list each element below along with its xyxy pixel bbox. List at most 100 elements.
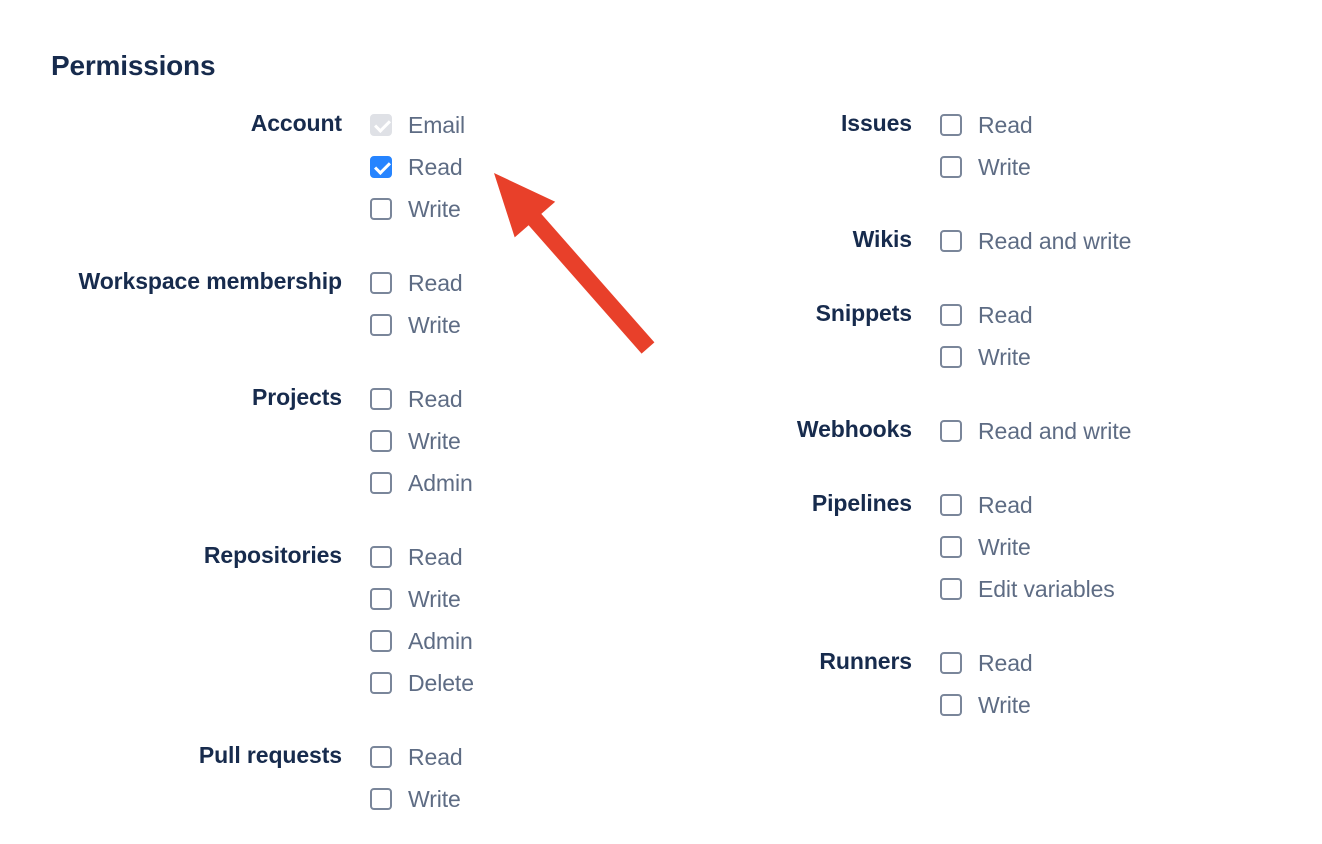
permission-option-projects-admin[interactable]: Admin	[370, 462, 473, 504]
permission-option-repositories-write[interactable]: Write	[370, 578, 474, 620]
permission-option-wikis-read-and-write[interactable]: Read and write	[940, 220, 1131, 262]
permission-option-label: Write	[978, 154, 1031, 180]
checkbox-projects-write[interactable]	[370, 430, 392, 452]
checkbox-account-read[interactable]	[370, 156, 392, 178]
permission-option-label: Read	[978, 302, 1033, 328]
permission-option-snippets-read[interactable]: Read	[940, 294, 1033, 336]
permission-option-label: Read	[408, 386, 463, 412]
permission-option-label: Admin	[408, 470, 473, 496]
permission-group-label: Repositories	[203, 542, 342, 568]
checkbox-projects-read[interactable]	[370, 388, 392, 410]
permission-option-pipelines-read[interactable]: Read	[940, 484, 1115, 526]
checkbox-wikis-read-and-write[interactable]	[940, 230, 962, 252]
permission-options: Read and write	[940, 410, 1131, 452]
permission-options: Read and write	[940, 220, 1131, 262]
permission-option-label: Admin	[408, 628, 473, 654]
permission-option-label: Read and write	[978, 228, 1132, 254]
permission-option-label: Read	[978, 650, 1033, 676]
permission-option-label: Read	[408, 154, 463, 180]
checkbox-pipelines-read[interactable]	[940, 494, 962, 516]
permission-option-label: Read	[978, 492, 1033, 518]
permission-option-label: Read	[978, 112, 1033, 138]
page-title: Permissions	[51, 50, 216, 81]
permission-option-repositories-delete[interactable]: Delete	[370, 662, 474, 704]
checkbox-pipelines-write[interactable]	[940, 536, 962, 558]
checkbox-repositories-delete[interactable]	[370, 672, 392, 694]
permission-option-pull-requests-read[interactable]: Read	[370, 736, 463, 778]
permission-option-projects-write[interactable]: Write	[370, 420, 473, 462]
permission-option-label: Read and write	[978, 418, 1132, 444]
checkbox-issues-write[interactable]	[940, 156, 962, 178]
permission-option-snippets-write[interactable]: Write	[940, 336, 1033, 378]
permission-option-label: Edit variables	[978, 576, 1115, 602]
permission-option-label: Delete	[408, 670, 474, 696]
permission-option-account-read[interactable]: Read	[370, 146, 465, 188]
permission-option-label: Write	[978, 534, 1031, 560]
permission-option-label: Write	[978, 692, 1031, 718]
permission-option-projects-read[interactable]: Read	[370, 378, 473, 420]
permission-option-repositories-read[interactable]: Read	[370, 536, 474, 578]
checkbox-account-write[interactable]	[370, 198, 392, 220]
permission-option-label: Write	[408, 196, 461, 222]
permission-option-workspace-membership-read[interactable]: Read	[370, 262, 463, 304]
permission-option-label: Read	[408, 270, 463, 296]
checkbox-workspace-membership-write[interactable]	[370, 314, 392, 336]
checkbox-repositories-read[interactable]	[370, 546, 392, 568]
permission-group-label: Issues	[840, 110, 912, 136]
permission-option-issues-write[interactable]: Write	[940, 146, 1033, 188]
checkbox-workspace-membership-read[interactable]	[370, 272, 392, 294]
permission-option-label: Write	[408, 312, 461, 338]
checkbox-repositories-write[interactable]	[370, 588, 392, 610]
checkbox-webhooks-read-and-write[interactable]	[940, 420, 962, 442]
checkbox-runners-read[interactable]	[940, 652, 962, 674]
checkbox-repositories-admin[interactable]	[370, 630, 392, 652]
permission-option-repositories-admin[interactable]: Admin	[370, 620, 474, 662]
checkbox-account-email	[370, 114, 392, 136]
checkbox-pull-requests-read[interactable]	[370, 746, 392, 768]
permission-option-runners-write[interactable]: Write	[940, 684, 1033, 726]
permission-group-label: Snippets	[815, 300, 912, 326]
permission-option-label: Write	[408, 428, 461, 454]
check-icon	[374, 116, 391, 133]
checkbox-pull-requests-write[interactable]	[370, 788, 392, 810]
permission-option-label: Email	[408, 112, 466, 138]
checkbox-runners-write[interactable]	[940, 694, 962, 716]
permission-option-runners-read[interactable]: Read	[940, 642, 1033, 684]
permission-group-label: Projects	[252, 384, 342, 410]
checkbox-snippets-read[interactable]	[940, 304, 962, 326]
checkbox-projects-admin[interactable]	[370, 472, 392, 494]
checkbox-pipelines-edit-variables[interactable]	[940, 578, 962, 600]
permission-option-label: Read	[408, 544, 463, 570]
check-icon	[374, 158, 391, 175]
checkbox-snippets-write[interactable]	[940, 346, 962, 368]
permission-option-webhooks-read-and-write[interactable]: Read and write	[940, 410, 1131, 452]
permission-option-pipelines-write[interactable]: Write	[940, 526, 1115, 568]
permission-option-pipelines-edit-variables[interactable]: Edit variables	[940, 568, 1115, 610]
permission-option-account-write[interactable]: Write	[370, 188, 465, 230]
permission-option-account-email: Email	[370, 104, 465, 146]
permission-option-pull-requests-write[interactable]: Write	[370, 778, 463, 820]
permission-option-issues-read[interactable]: Read	[940, 104, 1033, 146]
checkbox-issues-read[interactable]	[940, 114, 962, 136]
permission-option-workspace-membership-write[interactable]: Write	[370, 304, 463, 346]
permission-group-label: Runners	[819, 648, 912, 674]
